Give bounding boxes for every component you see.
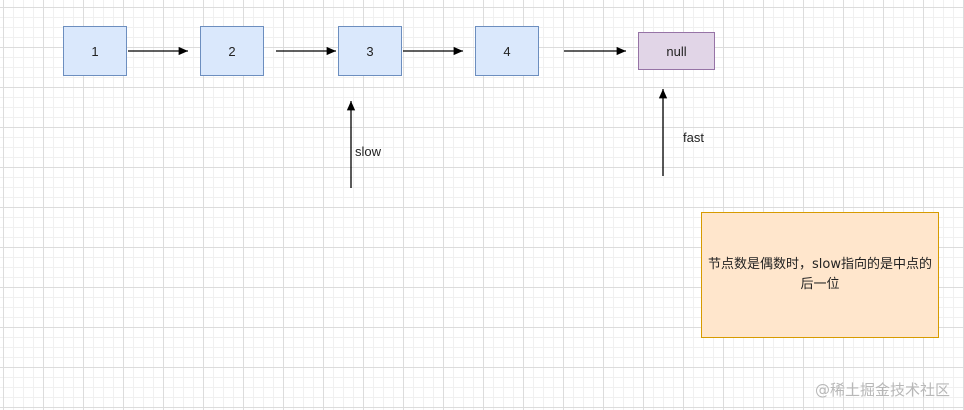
fast-pointer-label: fast xyxy=(683,130,704,145)
watermark: @稀土掘金技术社区 xyxy=(814,381,950,399)
node-value: 2 xyxy=(228,43,236,59)
list-node-2: 2 xyxy=(200,26,264,76)
list-node-1: 1 xyxy=(63,26,127,76)
node-value: 3 xyxy=(366,43,374,59)
note-text: 节点数是偶数时，slow指向的是中点的后一位 xyxy=(708,257,932,292)
list-node-3: 3 xyxy=(338,26,402,76)
note-box: 节点数是偶数时，slow指向的是中点的后一位 xyxy=(701,212,939,338)
node-value: 1 xyxy=(91,43,99,59)
list-node-4: 4 xyxy=(475,26,539,76)
node-value: 4 xyxy=(503,43,511,59)
null-node: null xyxy=(638,32,715,70)
node-value: null xyxy=(666,43,687,59)
slow-pointer-label: slow xyxy=(355,144,382,159)
